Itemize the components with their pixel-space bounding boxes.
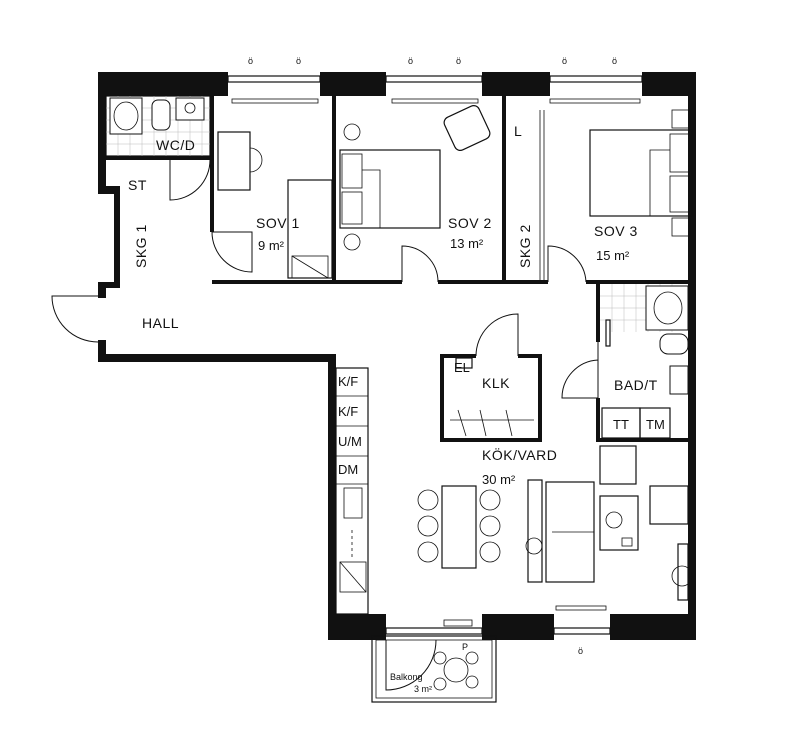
kok-label: KÖK/VARD: [482, 446, 557, 463]
window-sills: [231, 98, 641, 627]
sov2-label: SOV 2: [448, 215, 492, 231]
tm-label: TM: [646, 417, 665, 432]
window-mark: ö: [578, 646, 583, 656]
el-label: EL: [454, 360, 470, 375]
balcony: [371, 635, 497, 703]
window-mark: ö: [408, 56, 413, 66]
window-marks: ö ö ö ö ö ö ö: [248, 56, 617, 656]
sov3-area: 15 m²: [596, 248, 630, 263]
balcony-area: 3 m²: [414, 684, 432, 694]
kitchen-unit-dm: DM: [338, 462, 358, 477]
p-label: P: [462, 642, 468, 652]
bad-label: BAD/T: [614, 377, 658, 393]
sov3-furniture: [539, 109, 693, 280]
balcony-label: Balkong: [390, 672, 423, 682]
sov1-area: 9 m²: [258, 238, 285, 253]
kitchen-unit-kf2: K/F: [338, 404, 358, 419]
room-labels: WC/D ST SKG 1 SOV 1 9 m² SOV 2 13 m² SKG…: [128, 123, 665, 694]
skg2-label: SKG 2: [517, 224, 533, 268]
wc-fixtures: [105, 95, 211, 157]
kitchen-unit-labels: K/F K/F U/M DM: [338, 374, 362, 477]
kitchen-unit-kf1: K/F: [338, 374, 358, 389]
interior-walls: [106, 96, 690, 442]
window-mark: ö: [456, 56, 461, 66]
window-mark: ö: [296, 56, 301, 66]
klk-fixtures: [450, 357, 534, 437]
sov2-area: 13 m²: [450, 236, 484, 251]
sov1-label: SOV 1: [256, 215, 300, 231]
window-mark: ö: [562, 56, 567, 66]
kok-area: 30 m²: [482, 472, 516, 487]
wc-label: WC/D: [156, 137, 195, 153]
kitchen-unit-um: U/M: [338, 434, 362, 449]
klk-label: KLK: [482, 375, 510, 391]
doors: [51, 159, 599, 691]
sov3-label: SOV 3: [594, 223, 638, 239]
kitchen-counter: [335, 367, 369, 615]
st-label: ST: [128, 177, 147, 193]
bathroom-fixtures: [600, 284, 689, 439]
living-furniture: [417, 445, 693, 601]
window-mark: ö: [612, 56, 617, 66]
l-label: L: [514, 123, 522, 139]
outer-walls: [98, 72, 696, 640]
sov1-furniture: [217, 131, 333, 279]
sov2-furniture: [339, 105, 491, 251]
window-mark: ö: [248, 56, 253, 66]
tt-label: TT: [613, 417, 629, 432]
skg1-label: SKG 1: [133, 224, 149, 268]
hall-label: HALL: [142, 315, 179, 331]
